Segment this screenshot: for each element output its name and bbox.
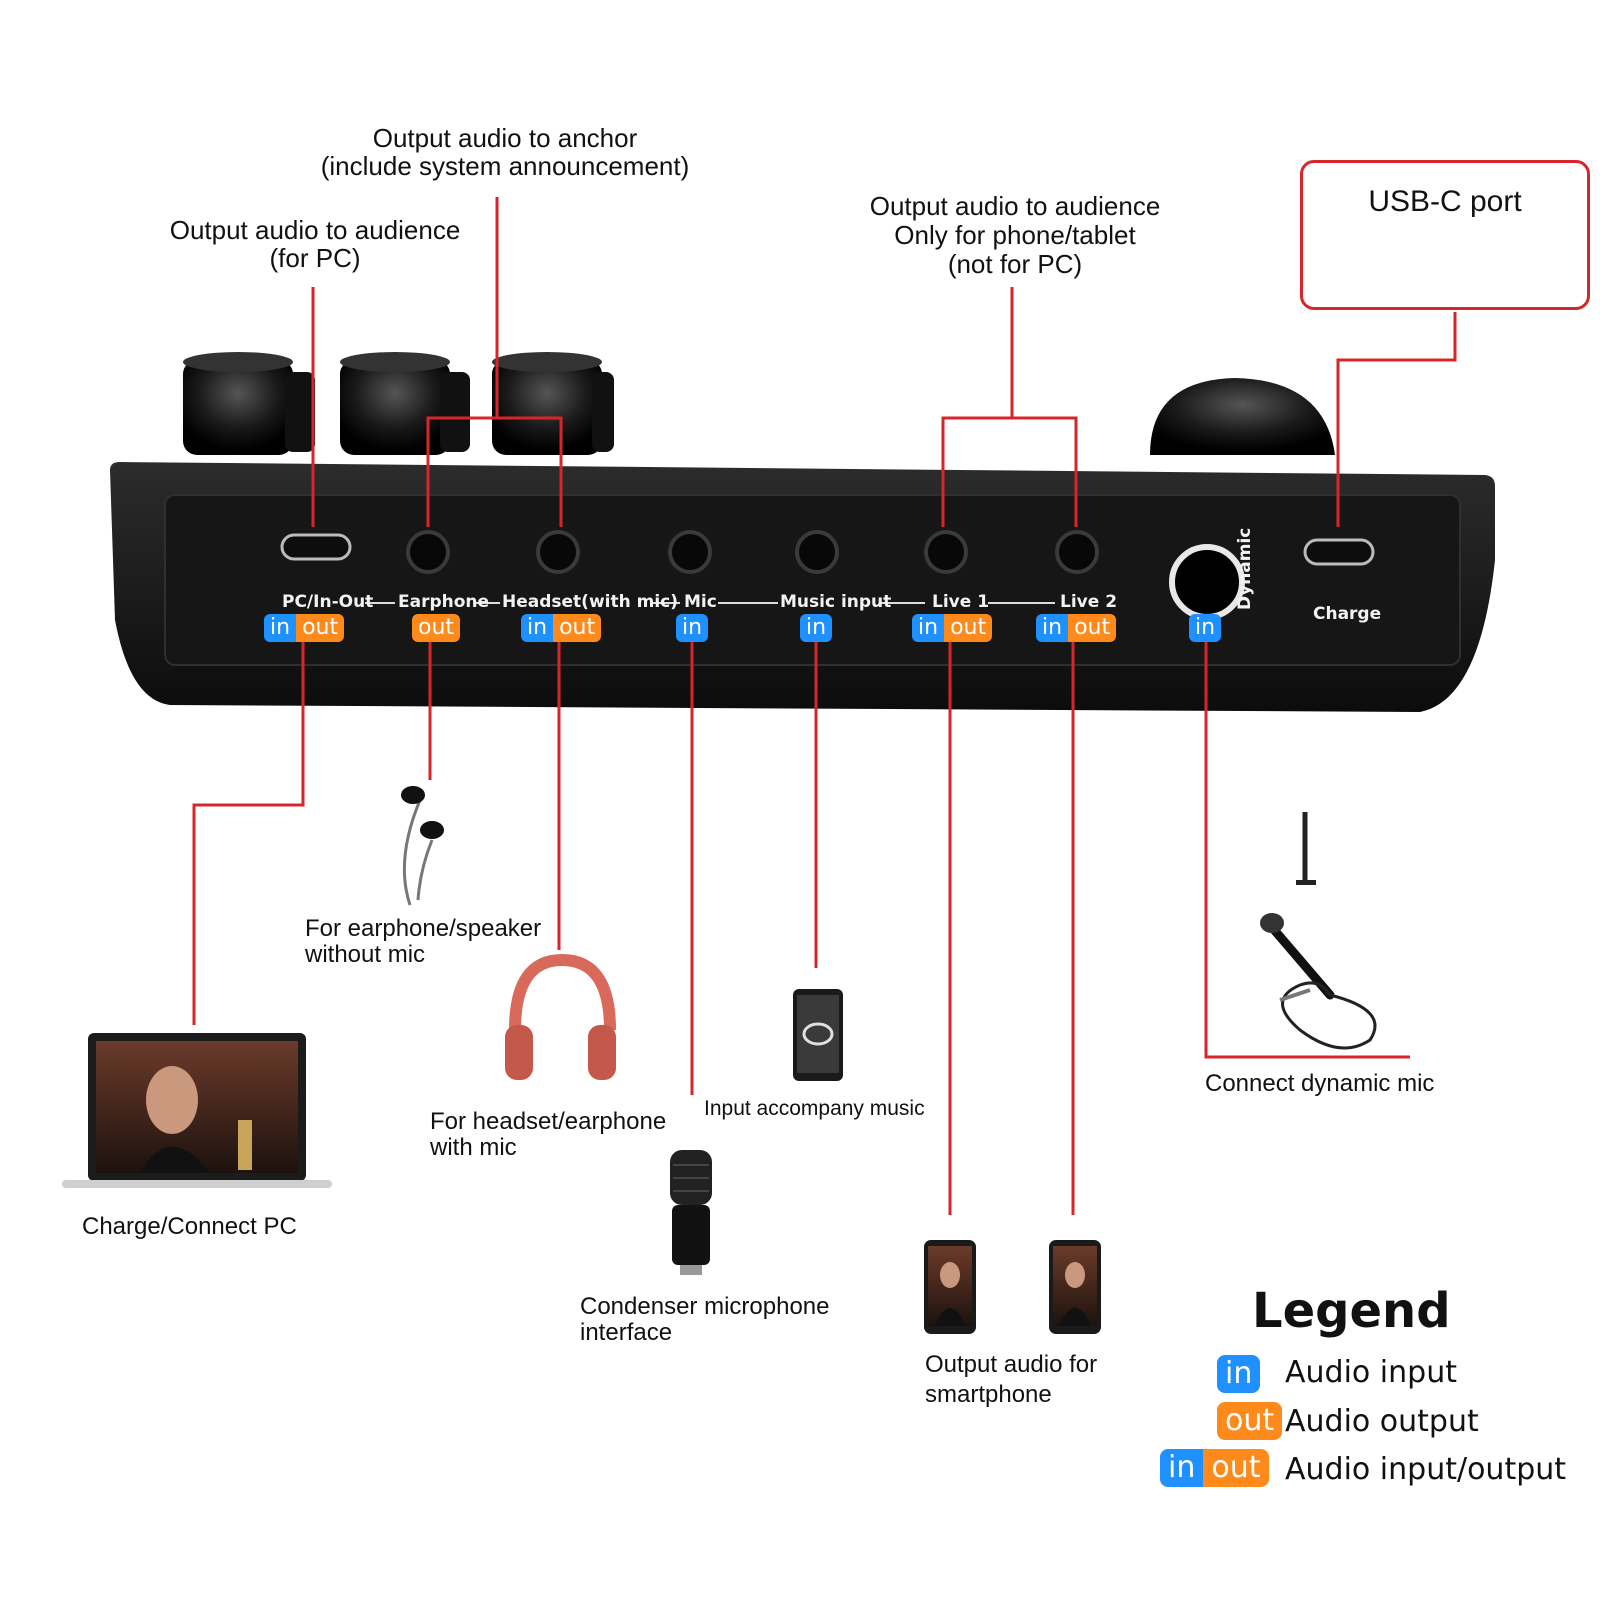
port-label-live-2: Live 2 <box>1060 592 1118 612</box>
legend-out-badge: out <box>1217 1402 1283 1440</box>
badge-music-input: in <box>800 614 833 642</box>
badge-in: in <box>912 614 945 642</box>
condenser-label-line1: Condenser microphone <box>580 1293 830 1320</box>
legend-audio-input-output: Audio input/output <box>1285 1452 1567 1487</box>
smartphone-illustrations <box>924 1240 1101 1334</box>
port-label-pc-in-out: PC/In-Out <box>282 592 374 612</box>
smartphone-label-line2: smartphone <box>925 1381 1052 1408</box>
badge-out: out <box>296 614 345 642</box>
badge-in: in <box>264 614 297 642</box>
port-label-earphone: Earphone <box>398 592 490 612</box>
audience-pc-label-line1: Output audio to audience <box>169 215 461 245</box>
badge-in: in <box>1189 614 1222 642</box>
legend-in-badge: in <box>1217 1355 1261 1393</box>
music-phone-illustration <box>793 989 843 1081</box>
badge-dynamic: in <box>1189 614 1222 642</box>
earphone-label-line1: For earphone/speaker <box>305 915 542 942</box>
audience-phone-label-line3: (not for PC) <box>947 249 1083 279</box>
connector-lines <box>192 197 1457 1215</box>
smartphone-label-line1: Output audio for <box>925 1351 1098 1378</box>
badge-out: out <box>1068 614 1117 642</box>
headset-label-line2: with mic <box>430 1134 517 1161</box>
legend-in-tag: in <box>1160 1449 1204 1487</box>
pc-label: Charge/Connect PC <box>82 1213 297 1240</box>
badge-out: out <box>412 614 461 642</box>
music-label: Input accompany music <box>704 1097 925 1120</box>
condenser-label-line2: interface <box>580 1319 673 1346</box>
anchor-output-label-line2: (include system announcement) <box>320 151 690 181</box>
device-body <box>110 462 1495 712</box>
legend-audio-output: Audio output <box>1285 1404 1479 1439</box>
legend-in-tag: in <box>1217 1355 1261 1393</box>
badge-in: in <box>1036 614 1069 642</box>
earphone-illustration <box>401 786 444 906</box>
usb-c-title: USB-C port <box>1368 185 1522 218</box>
anchor-output-label-line1: Output audio to anchor <box>372 123 638 153</box>
legend-out-tag: out <box>1203 1449 1269 1487</box>
legend-audio-input: Audio input <box>1285 1355 1457 1390</box>
port-holes <box>280 530 1375 620</box>
badge-in: in <box>800 614 833 642</box>
headphones-illustration <box>505 953 616 1080</box>
dynamic-mic-label: Connect dynamic mic <box>1205 1070 1435 1097</box>
badge-in: in <box>676 614 709 642</box>
legend-out-tag: out <box>1217 1402 1283 1440</box>
laptop-illustration <box>62 1033 332 1188</box>
badge-out: out <box>553 614 602 642</box>
knob-group <box>183 352 1335 455</box>
port-label-live-1: Live 1 <box>932 592 990 612</box>
audience-phone-label-line2: Only for phone/tablet <box>894 220 1136 250</box>
badge-out: out <box>944 614 993 642</box>
port-label-mic: Mic <box>684 592 717 612</box>
earphone-label-line2: without mic <box>305 941 426 968</box>
legend-title: Legend <box>1252 1283 1451 1339</box>
port-label-dynamic: Dynamic <box>1235 527 1255 610</box>
badge-earphone: out <box>412 614 461 642</box>
usb-c-callout: USB-C port <box>1300 160 1590 310</box>
dynamic-mic-illustration <box>1260 812 1377 1050</box>
port-label-headset: Headset(with mic) <box>502 592 679 612</box>
port-label-music-input: Music input <box>780 592 892 612</box>
headset-label-line1: For headset/earphone <box>430 1108 667 1135</box>
condenser-mic-illustration <box>670 1150 712 1275</box>
audience-phone-label-line1: Output audio to audience <box>869 191 1161 221</box>
badge-in: in <box>521 614 554 642</box>
audience-pc-label-line2: (for PC) <box>269 243 361 273</box>
port-label-charge: Charge <box>1313 604 1382 624</box>
badge-mic: in <box>676 614 709 642</box>
